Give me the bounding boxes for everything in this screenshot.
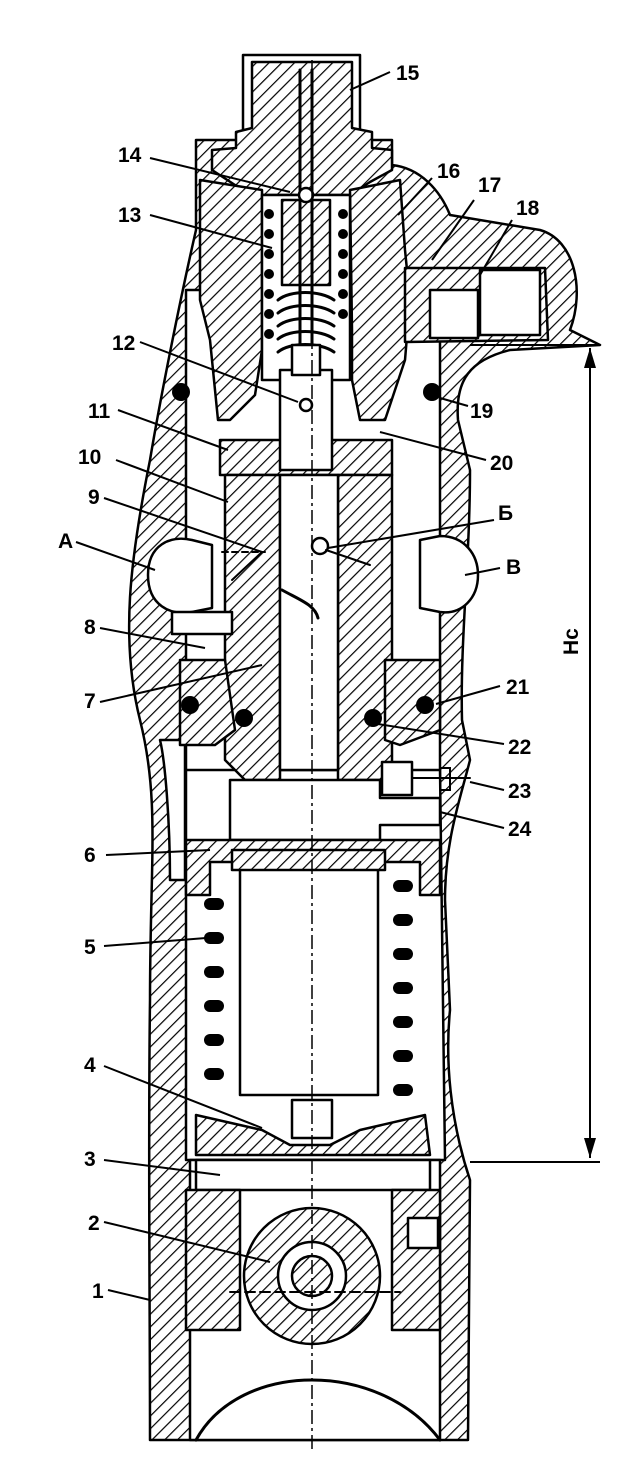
- part-labels: 15 14 16 17 18 13 12 19 11 20 10 9 Б А В…: [58, 62, 540, 1303]
- upper-sleeve: [198, 178, 550, 477]
- label-port-a: А: [58, 530, 73, 553]
- ports: [146, 534, 480, 636]
- label-24: 24: [508, 818, 532, 841]
- label-19: 19: [470, 400, 493, 423]
- seal-rings: [172, 383, 441, 727]
- upper-spring-assembly: [260, 186, 352, 472]
- label-5: 5: [84, 936, 96, 959]
- lower-spring-coils: [204, 880, 413, 1096]
- label-4: 4: [84, 1054, 96, 1077]
- plunger-sleeve: [221, 473, 394, 782]
- label-8: 8: [84, 616, 96, 639]
- label-23: 23: [508, 780, 531, 803]
- label-16: 16: [437, 160, 460, 183]
- label-1: 1: [92, 1280, 104, 1303]
- label-18: 18: [516, 197, 540, 220]
- label-15: 15: [396, 62, 420, 85]
- dimension-label: Нс: [560, 628, 583, 655]
- tappet-and-roller: [184, 1158, 442, 1442]
- label-6: 6: [84, 844, 96, 867]
- upper-spring-coils: [264, 209, 348, 339]
- label-3: 3: [84, 1148, 96, 1171]
- label-14: 14: [118, 144, 142, 167]
- label-7: 7: [84, 690, 96, 713]
- label-12: 12: [112, 332, 135, 355]
- label-13: 13: [118, 204, 141, 227]
- label-11: 11: [88, 400, 111, 423]
- label-9: 9: [88, 486, 100, 509]
- label-21: 21: [506, 676, 530, 699]
- label-22: 22: [508, 736, 531, 759]
- leader-lines: [75, 71, 513, 1301]
- label-17: 17: [478, 174, 501, 197]
- label-10: 10: [78, 446, 101, 469]
- top-adjust-screw: [210, 53, 394, 197]
- label-2: 2: [88, 1212, 100, 1235]
- label-channel-b: Б: [498, 502, 513, 525]
- dimension-hc: Нс: [470, 344, 600, 1163]
- label-port-b: В: [506, 556, 521, 579]
- label-20: 20: [490, 452, 513, 475]
- lower-sleeve-and-rack: [178, 658, 471, 842]
- lower-spring-assembly: [184, 838, 442, 1157]
